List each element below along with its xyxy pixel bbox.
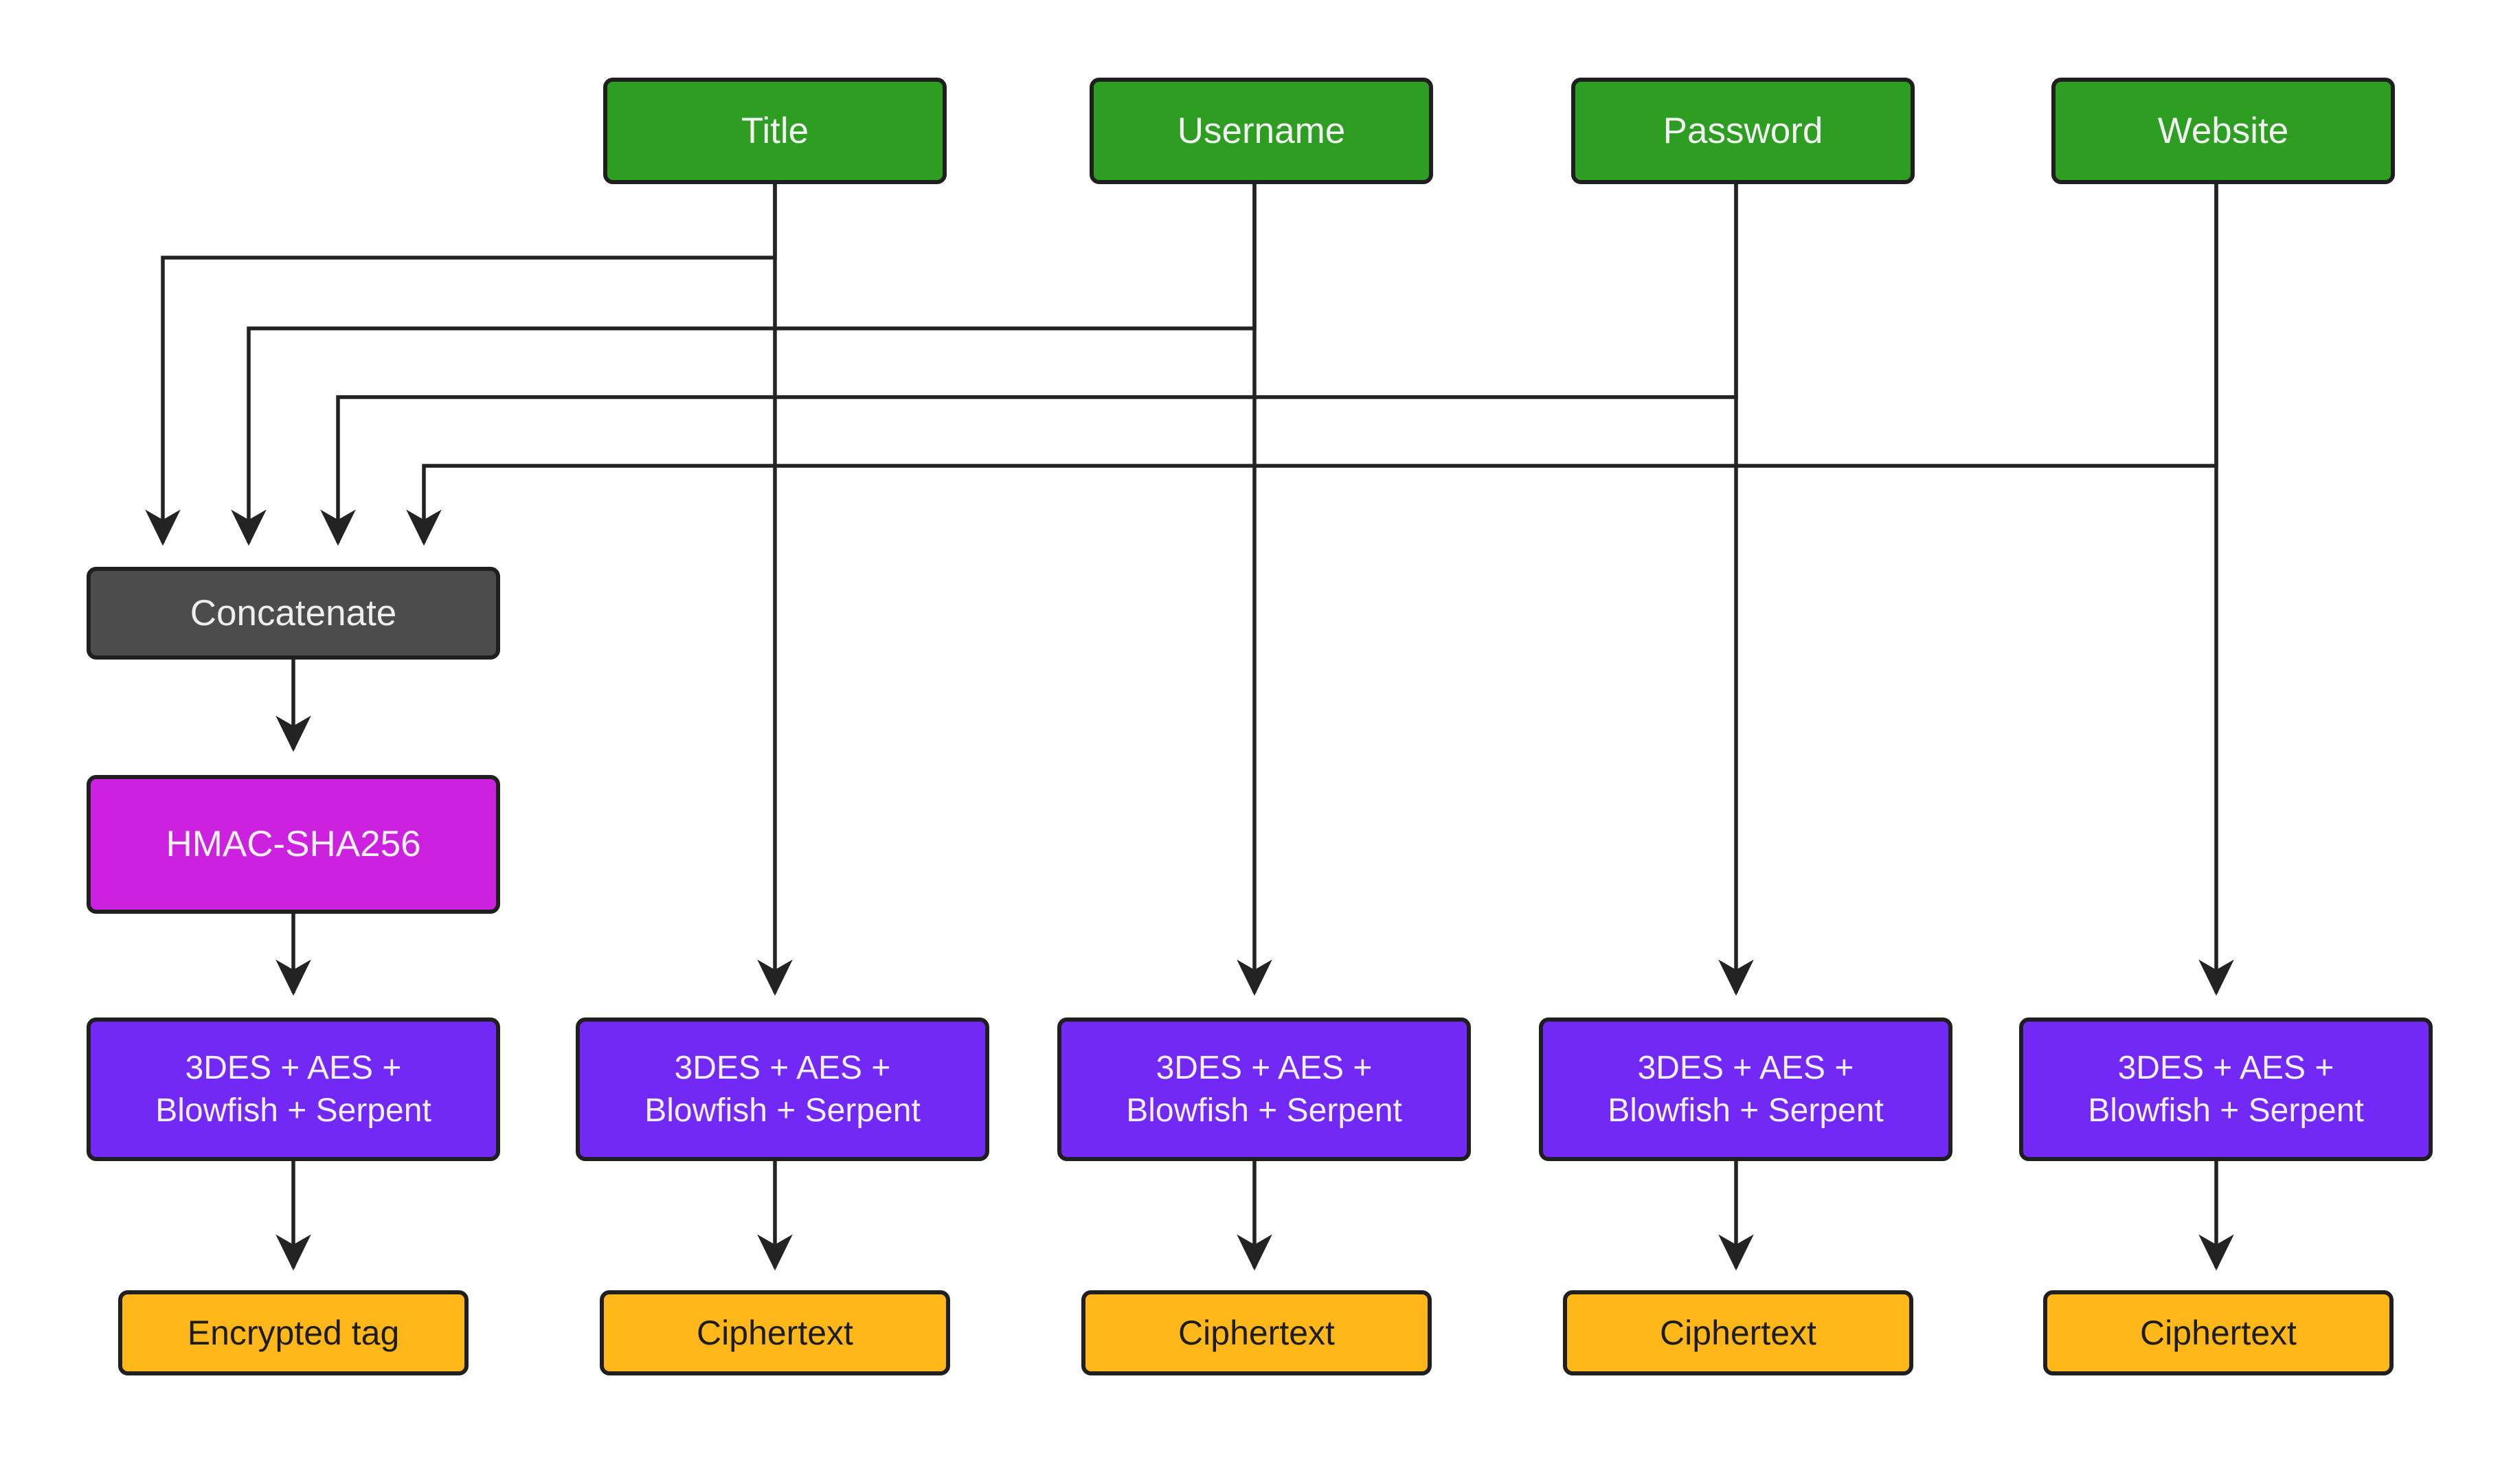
node-ciphertext-website-label: Ciphertext [2140, 1314, 2297, 1352]
edge-password-to-concatenate [320, 184, 1738, 546]
node-cipher-username-label: 3DES + AES + Blowfish + Serpent [1126, 1050, 1402, 1129]
node-cipher-title[interactable]: 3DES + AES + Blowfish + Serpent [576, 1018, 989, 1161]
node-title-label: Title [741, 110, 809, 151]
node-website[interactable]: Website [2051, 78, 2395, 184]
edge-username-to-concatenate [231, 184, 1257, 546]
node-ciphertext-title-label: Ciphertext [697, 1314, 853, 1352]
edge-title-to-concatenate [145, 184, 777, 546]
node-cipher-password-label: 3DES + AES + Blowfish + Serpent [1608, 1050, 1884, 1129]
node-ciphertext-password[interactable]: Ciphertext [1563, 1290, 1913, 1375]
node-ciphertext-title[interactable]: Ciphertext [600, 1290, 950, 1375]
node-ciphertext-username[interactable]: Ciphertext [1081, 1290, 1432, 1375]
node-title[interactable]: Title [603, 78, 947, 184]
node-cipher-tag-label: 3DES + AES + Blowfish + Serpent [155, 1050, 431, 1129]
node-encrypted-tag[interactable]: Encrypted tag [118, 1290, 469, 1375]
node-cipher-website[interactable]: 3DES + AES + Blowfish + Serpent [2019, 1018, 2433, 1161]
node-username[interactable]: Username [1090, 78, 1433, 184]
node-cipher-password[interactable]: 3DES + AES + Blowfish + Serpent [1539, 1018, 1952, 1161]
node-hmac-sha256-label: HMAC-SHA256 [166, 824, 421, 865]
node-encrypted-tag-label: Encrypted tag [187, 1314, 400, 1352]
node-ciphertext-username-label: Ciphertext [1178, 1314, 1335, 1352]
node-cipher-tag[interactable]: 3DES + AES + Blowfish + Serpent [87, 1018, 500, 1161]
node-cipher-username[interactable]: 3DES + AES + Blowfish + Serpent [1057, 1018, 1471, 1161]
node-password[interactable]: Password [1571, 78, 1915, 184]
node-hmac-sha256[interactable]: HMAC-SHA256 [87, 775, 500, 914]
node-username-label: Username [1177, 110, 1346, 151]
node-ciphertext-website[interactable]: Ciphertext [2043, 1290, 2394, 1375]
node-ciphertext-password-label: Ciphertext [1660, 1314, 1816, 1352]
edge-website-to-concatenate [406, 184, 2218, 546]
node-concatenate[interactable]: Concatenate [87, 567, 500, 660]
node-cipher-title-label: 3DES + AES + Blowfish + Serpent [644, 1050, 921, 1129]
node-password-label: Password [1663, 110, 1823, 151]
node-cipher-website-label: 3DES + AES + Blowfish + Serpent [2088, 1050, 2364, 1129]
node-website-label: Website [2157, 110, 2289, 151]
node-concatenate-label: Concatenate [190, 592, 397, 633]
